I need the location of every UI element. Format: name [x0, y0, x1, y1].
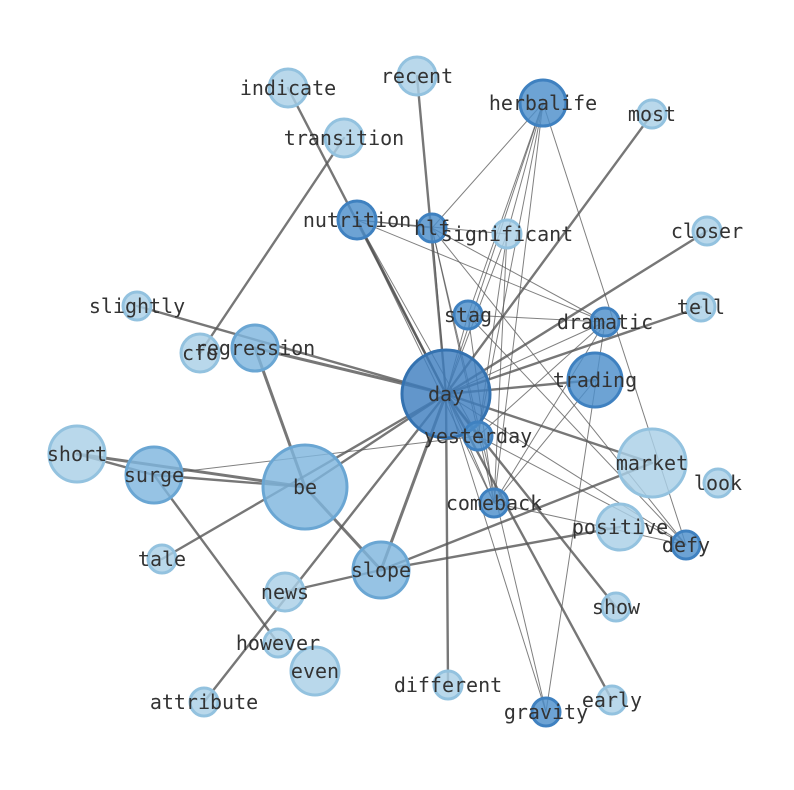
node-label-most: most [628, 102, 676, 126]
node-label-however: however [236, 631, 320, 655]
node-positive [595, 502, 645, 552]
node-nutrition [336, 199, 378, 241]
edge-hlf-dramatic [431, 227, 606, 323]
edge-day-gravity [445, 393, 547, 713]
edge-significant-comeback [493, 233, 508, 504]
edge-comeback-defy [493, 502, 687, 546]
label-layer: day be market slope trading surge short herbali… [47, 64, 743, 724]
node-label-even: even [291, 659, 339, 683]
node-closer [691, 215, 723, 247]
node-dramatic [589, 306, 621, 338]
node-most [636, 98, 668, 130]
node-label-early: early [582, 688, 642, 712]
node-be [261, 443, 349, 531]
node-label-herbalife: herbalife [489, 91, 597, 115]
node-surge [124, 445, 184, 505]
edge-nutrition-dramatic [356, 219, 606, 323]
node-label-slope: slope [351, 558, 411, 582]
edge-cfo-transition [198, 136, 346, 355]
node-yesterday [462, 420, 494, 452]
node-attribute [188, 686, 220, 718]
node-market [616, 427, 688, 499]
edge-yesterday-defy [477, 435, 687, 546]
node-label-indicate: indicate [240, 76, 336, 100]
node-label-look: look [694, 471, 742, 495]
node-label-slightly: slightly [89, 294, 185, 318]
node-short [47, 424, 107, 484]
edge-herbalife-hlf [431, 102, 544, 229]
node-label-show: show [592, 595, 641, 619]
node-label-positive: positive [572, 515, 668, 539]
node-comeback [478, 487, 510, 519]
node-news [264, 571, 306, 613]
node-label-nutrition: nutrition [303, 208, 411, 232]
node-look [702, 467, 734, 499]
edge-day-herbalife [445, 102, 544, 395]
node-slightly [121, 290, 153, 322]
node-stag [452, 299, 484, 331]
node-label-comeback: comeback [446, 491, 542, 515]
node-even [289, 645, 341, 697]
node-label-attribute: attribute [150, 690, 258, 714]
node-label-cfo: cfo [182, 341, 218, 365]
edge-stag-dramatic [467, 314, 606, 323]
node-regression [230, 323, 280, 373]
node-label-hlf: hlf [414, 216, 450, 240]
edge-day-different [444, 392, 450, 687]
node-day [400, 348, 492, 440]
node-gravity [530, 696, 562, 728]
node-label-surge: surge [124, 463, 184, 487]
node-indicate [267, 67, 309, 109]
node-label-tale: tale [138, 547, 186, 571]
node-trading [566, 351, 624, 409]
node-label-defy: defy [662, 533, 710, 557]
node-label-transition: transition [284, 126, 404, 150]
node-however [262, 627, 294, 659]
node-recent [396, 55, 438, 97]
edge-day-most [444, 112, 654, 396]
node-label-yesterday: yesterday [424, 424, 532, 448]
node-herbalife [518, 78, 568, 128]
node-defy [670, 529, 702, 561]
edge-slope-positive [379, 525, 622, 572]
node-label-stag: stag [444, 303, 492, 327]
edge-day-defy [445, 393, 687, 546]
node-label-be: be [293, 475, 317, 499]
node-hlf [416, 212, 448, 244]
node-label-regression: regression [195, 336, 315, 360]
node-transition [323, 117, 365, 159]
node-tell [685, 291, 717, 323]
node-label-news: news [261, 580, 309, 604]
node-label-short: short [47, 442, 107, 466]
edge-herbalife-comeback [493, 102, 544, 504]
edge-dramatic-comeback [493, 321, 606, 504]
node-label-gravity: gravity [504, 700, 588, 724]
node-slope [351, 540, 411, 600]
node-layer [47, 55, 734, 728]
edge-slope-market [379, 461, 654, 572]
edge-surge-however [152, 473, 280, 645]
edge-dramatic-yesterday [477, 321, 606, 437]
node-label-market: market [616, 451, 688, 475]
edge-day-closer [444, 229, 709, 396]
node-label-different: different [394, 673, 502, 697]
node-label-day: day [428, 382, 464, 406]
node-label-recent: recent [381, 64, 453, 88]
node-early [596, 684, 628, 716]
node-label-tell: tell [677, 295, 725, 319]
edge-day-slightly [135, 304, 448, 396]
node-different [432, 669, 464, 701]
node-show [600, 591, 632, 623]
edge-stag-defy [467, 314, 687, 546]
node-label-trading: trading [553, 368, 637, 392]
node-tale [146, 543, 178, 575]
node-label-dramatic: dramatic [557, 310, 653, 334]
node-label-closer: closer [671, 219, 743, 243]
node-label-significant: significant [441, 222, 573, 246]
edge-herbalife-stag [467, 102, 544, 316]
node-cfo [179, 332, 221, 374]
edge-day-attribute [202, 392, 448, 704]
node-significant [491, 218, 523, 250]
